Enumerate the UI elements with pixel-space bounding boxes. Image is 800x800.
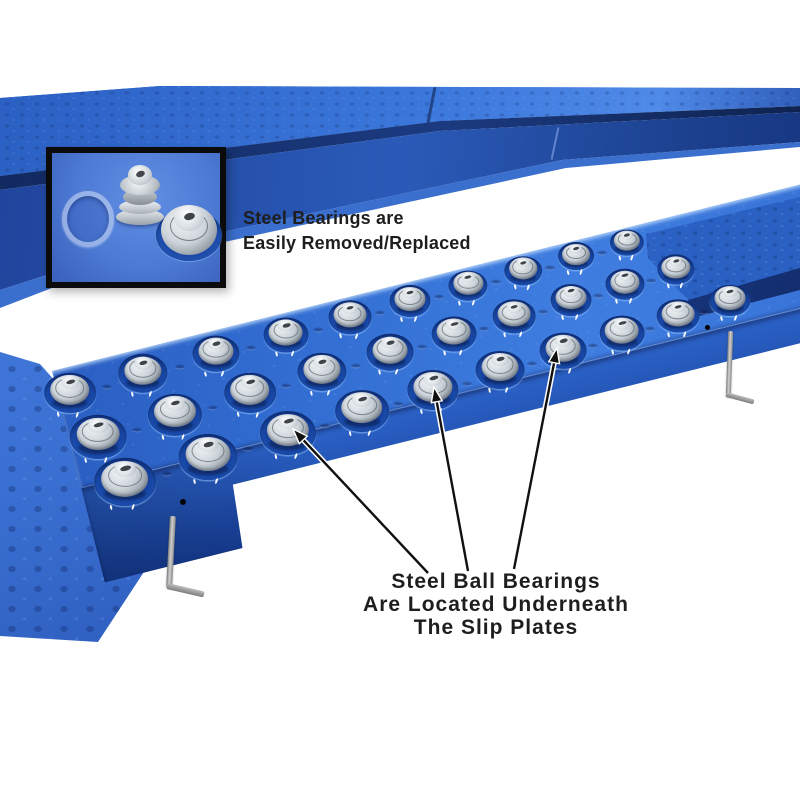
ball-bearing <box>44 372 96 418</box>
ball-bearing <box>178 434 238 485</box>
dimple-hole <box>593 293 603 299</box>
dimple-hole <box>587 343 598 349</box>
dimple-hole <box>320 423 330 429</box>
ball-bearing <box>328 300 372 339</box>
ball-bearing <box>605 268 645 305</box>
ball-bearing <box>657 254 695 289</box>
ball-bearing <box>504 256 542 291</box>
dimple-hole <box>645 278 656 284</box>
ball-bearing <box>475 350 525 394</box>
dimple-hole <box>131 427 142 433</box>
dimple-hole <box>596 250 607 256</box>
inset-loose-bearing-flange <box>116 209 164 225</box>
ball-bearing <box>609 229 645 262</box>
ball-bearing <box>656 299 700 338</box>
dimple-hole <box>490 279 501 285</box>
dimple-hole <box>351 363 361 369</box>
ball-bearing <box>558 242 594 276</box>
ball-bearing <box>263 317 309 357</box>
bearings-label-line1: Steel Ball Bearings <box>391 570 601 593</box>
dimple-hole <box>375 310 385 316</box>
inset-caption-line2: Easily Removed/Replaced <box>243 233 471 253</box>
dimple-hole <box>537 309 548 315</box>
ball-bearing <box>224 372 276 418</box>
dimple-hole <box>699 309 709 315</box>
inset-caption-line1: Steel Bearings are <box>243 208 404 228</box>
dimple-hole <box>645 326 655 331</box>
arrow-annotation <box>430 385 471 572</box>
dimple-hole <box>392 401 403 407</box>
dimple-hole <box>479 326 489 332</box>
ball-bearing <box>335 389 389 437</box>
ball-bearing <box>118 354 168 398</box>
ball-bearing <box>599 315 645 356</box>
ball-bearing <box>550 283 592 321</box>
dimple-hole <box>243 446 253 452</box>
ball-bearing <box>147 393 203 441</box>
arrow-annotation <box>511 346 561 570</box>
dimple-hole <box>526 361 537 367</box>
ball-bearing <box>192 335 240 377</box>
bearings-label-line3: The Slip Plates <box>413 616 579 639</box>
ball-bearing <box>389 285 431 323</box>
ball-bearing <box>297 352 347 396</box>
dimple-hole <box>434 294 444 300</box>
dimple-hole <box>461 381 472 387</box>
pin-hole-right <box>705 325 710 330</box>
ball-bearing <box>448 270 488 306</box>
dimple-hole <box>544 265 555 271</box>
dimple-hole <box>417 344 427 350</box>
dimple-hole <box>101 384 112 390</box>
inset-empty-hole-ring <box>62 191 114 247</box>
ball-bearing <box>407 369 459 415</box>
bearings-label: Steel Ball Bearings Are Located Undernea… <box>316 570 676 639</box>
ball-bearing <box>259 411 317 460</box>
dimple-hole <box>313 327 323 333</box>
inset-caption: Steel Bearings are Easily Removed/Replac… <box>243 206 471 256</box>
dimple-hole <box>174 364 185 370</box>
ball-bearing <box>492 299 536 338</box>
ball-bearing <box>431 316 477 356</box>
ball-bearing <box>366 334 414 376</box>
dimple-hole <box>161 471 172 477</box>
dimple-hole <box>207 405 218 411</box>
dimple-hole <box>246 345 256 351</box>
ball-bearing <box>69 414 127 464</box>
dimple-hole <box>281 383 291 389</box>
arrow-annotation <box>291 427 431 575</box>
bearings-label-line2: Are Located Underneath <box>363 593 629 616</box>
ball-bearing <box>709 284 751 322</box>
pin-hole-left <box>180 499 186 505</box>
inset-photo <box>46 147 226 288</box>
ball-bearing <box>94 457 156 511</box>
